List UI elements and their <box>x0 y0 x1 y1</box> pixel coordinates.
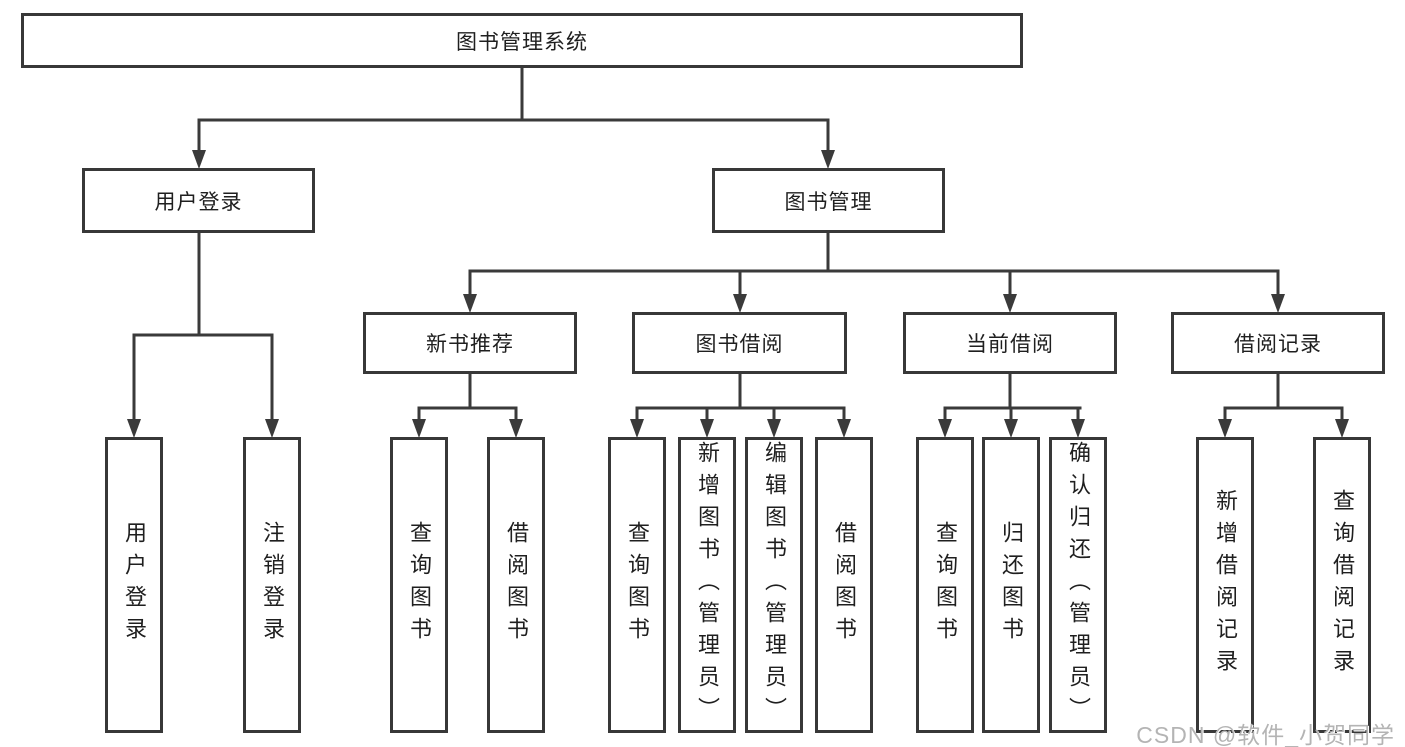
node-label: 借阅图书 <box>504 521 529 649</box>
node-label: 查询图书 <box>625 521 650 649</box>
node-label: 新书推荐 <box>426 333 514 356</box>
node-book-management: 图书管理 <box>712 168 945 233</box>
leaf-recommend-query-books: 查询图书 <box>390 437 448 733</box>
node-label: 当前借阅 <box>966 333 1054 356</box>
node-label: 用户登录 <box>154 190 243 214</box>
node-label: 新增图书（管理员） <box>695 441 720 729</box>
node-new-book-recommendation: 新书推荐 <box>363 312 577 374</box>
node-label: 借阅记录 <box>1234 333 1322 356</box>
node-label: 新增借阅记录 <box>1213 489 1238 681</box>
node-label: 图书管理 <box>784 190 873 214</box>
leaf-borrowing-edit-books-admin: 编辑图书（管理员） <box>745 437 803 733</box>
leaf-borrowing-query-books: 查询图书 <box>608 437 666 733</box>
leaf-user-login: 用户登录 <box>105 437 163 733</box>
leaf-logout: 注销登录 <box>243 437 301 733</box>
node-library-management-system: 图书管理系统 <box>21 13 1023 68</box>
node-label: 注销登录 <box>260 521 285 649</box>
node-label: 确认归还（管理员） <box>1066 441 1091 729</box>
leaf-recommend-borrow-books: 借阅图书 <box>487 437 545 733</box>
node-borrowing-records: 借阅记录 <box>1171 312 1385 374</box>
leaf-borrowing-add-books-admin: 新增图书（管理员） <box>678 437 736 733</box>
node-label: 图书管理系统 <box>456 30 588 54</box>
node-label: 编辑图书（管理员） <box>762 441 787 729</box>
leaf-current-query-books: 查询图书 <box>916 437 974 733</box>
node-label: 查询图书 <box>933 521 958 649</box>
node-current-borrowing: 当前借阅 <box>903 312 1117 374</box>
node-book-borrowing: 图书借阅 <box>632 312 847 374</box>
arrowheads <box>127 150 1349 438</box>
csdn-watermark: CSDN @软件_小贺同学 <box>1136 722 1395 747</box>
leaf-borrowing-borrow-books: 借阅图书 <box>815 437 873 733</box>
node-label: 用户登录 <box>122 521 147 649</box>
node-label: 借阅图书 <box>832 521 857 649</box>
leaf-current-confirm-return-admin: 确认归还（管理员） <box>1049 437 1107 733</box>
node-label: 查询借阅记录 <box>1330 489 1355 681</box>
node-user-login: 用户登录 <box>82 168 315 233</box>
leaf-records-add-record: 新增借阅记录 <box>1196 437 1254 733</box>
node-label: 查询图书 <box>407 521 432 649</box>
node-label: 归还图书 <box>999 521 1024 649</box>
leaf-current-return-books: 归还图书 <box>982 437 1040 733</box>
leaf-records-query-record: 查询借阅记录 <box>1313 437 1371 733</box>
node-label: 图书借阅 <box>695 333 784 356</box>
